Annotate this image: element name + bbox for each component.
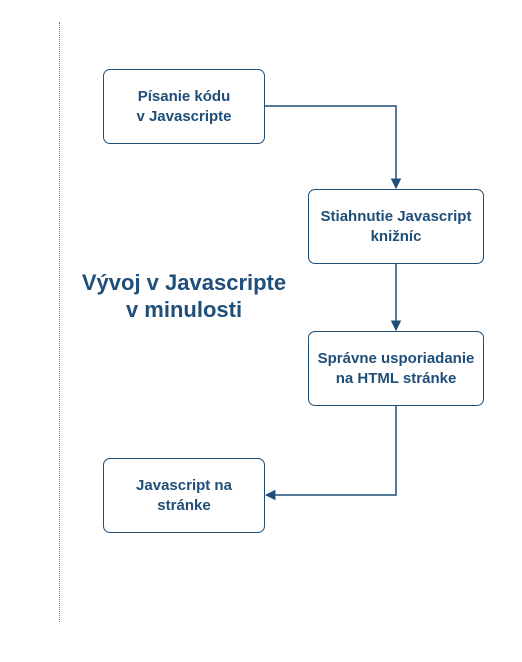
step-box-javascript-on-page: Javascript na stránke [103, 458, 265, 533]
step-box-writing-code: Písanie kódu v Javascripte [103, 69, 265, 144]
connector-step3-to-step4 [264, 406, 397, 501]
step-box-ordering-on-html-page: Správne usporiadanie na HTML stránke [308, 331, 484, 406]
dotted-divider-line [59, 22, 60, 622]
connector-step1-to-step2 [265, 105, 402, 190]
diagram-title: Vývoj v Javascripte v minulosti [81, 270, 287, 322]
step-box-downloading-libraries: Stiahnutie Javascript knižníc [308, 189, 484, 264]
